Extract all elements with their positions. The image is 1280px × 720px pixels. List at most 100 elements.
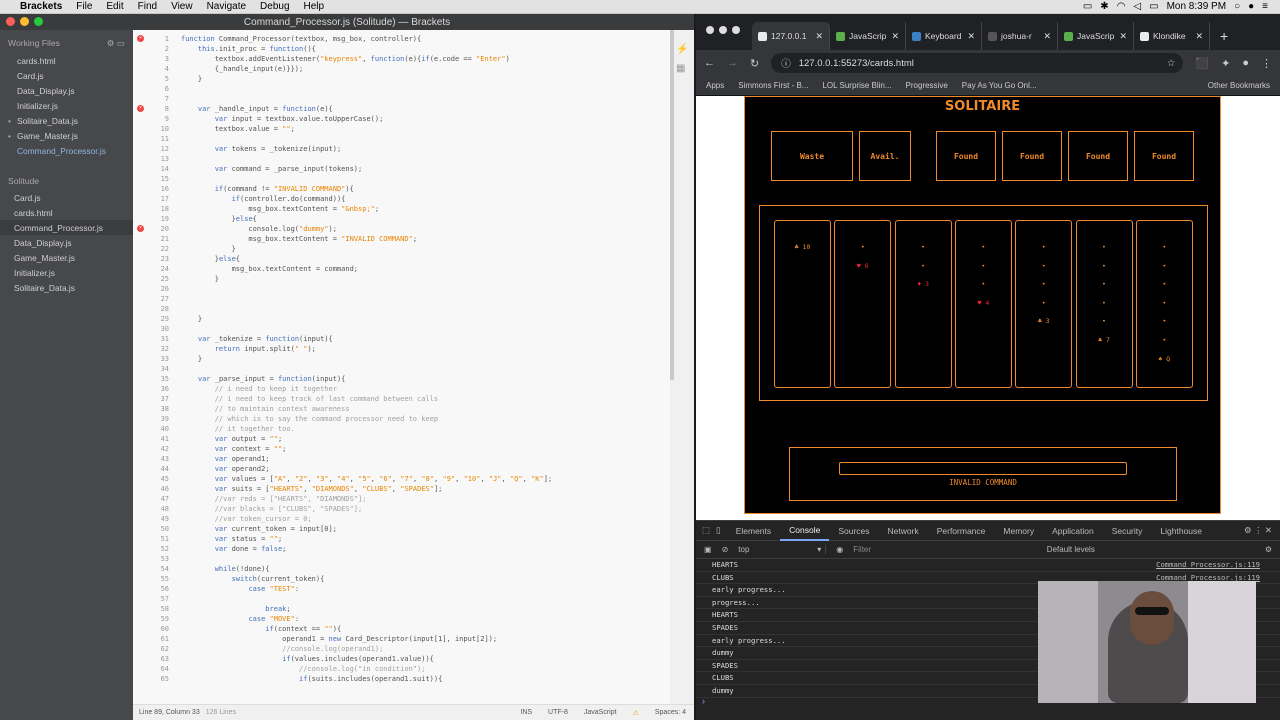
- card[interactable]: ♦ 3: [917, 280, 929, 289]
- bookmark-item[interactable]: Apps: [706, 81, 725, 90]
- card[interactable]: •: [981, 280, 986, 289]
- browser-tab[interactable]: JavaScrip✕: [1058, 22, 1134, 50]
- error-icon[interactable]: ×: [137, 35, 144, 42]
- ins-indicator[interactable]: INS: [520, 708, 533, 716]
- new-tab-icon[interactable]: +: [1220, 28, 1229, 44]
- eye-icon[interactable]: ◉: [836, 545, 844, 554]
- tableau-column[interactable]: •♥ 6: [834, 220, 892, 388]
- top-pile[interactable]: Found: [1134, 131, 1194, 181]
- working-file-item[interactable]: Initializer.js: [17, 100, 58, 111]
- project-file-item[interactable]: Data_Display.js: [14, 237, 72, 248]
- devtools-tab-lighthouse[interactable]: Lighthouse: [1160, 525, 1202, 536]
- bookmark-item[interactable]: Other Bookmarks: [1207, 81, 1270, 90]
- card[interactable]: •: [921, 243, 926, 251]
- info-icon[interactable]: ⓘ: [781, 59, 791, 70]
- card[interactable]: •: [981, 261, 986, 270]
- project-file-item[interactable]: Game_Master.js: [14, 252, 75, 263]
- card[interactable]: •: [1162, 243, 1167, 251]
- tableau-column[interactable]: ••••♣ 3: [1015, 220, 1073, 388]
- volume-icon[interactable]: ◁: [1133, 1, 1142, 12]
- devtools-tab-elements[interactable]: Elements: [735, 525, 772, 536]
- devtools-tab-console[interactable]: Console: [780, 521, 830, 541]
- forward-icon[interactable]: →: [727, 57, 738, 69]
- sidebar-toggle-icon[interactable]: ▣: [704, 545, 712, 554]
- card[interactable]: ♣ 10: [794, 243, 811, 251]
- card[interactable]: •: [921, 261, 926, 270]
- card[interactable]: ♣ 3: [1037, 317, 1050, 326]
- puzzle-icon[interactable]: ✦: [1221, 57, 1231, 70]
- log-source-link[interactable]: Command_Processor.js:119: [1156, 560, 1260, 569]
- filter-input[interactable]: Filter: [853, 545, 872, 554]
- tab-close-icon[interactable]: ✕: [1195, 30, 1203, 41]
- menu-edit[interactable]: Edit: [106, 1, 124, 12]
- card[interactable]: •: [1102, 243, 1106, 251]
- kebab-menu-icon[interactable]: ⋮: [1261, 57, 1272, 70]
- menu-view[interactable]: View: [171, 1, 193, 12]
- card[interactable]: •: [1162, 261, 1167, 270]
- project-label[interactable]: Solitude: [8, 176, 40, 186]
- live-preview-icon[interactable]: ⚡: [676, 44, 689, 55]
- devtools-settings-icon[interactable]: ⚙ ⋮ ✕: [1244, 525, 1272, 535]
- card[interactable]: •: [1102, 298, 1106, 307]
- bookmark-item[interactable]: Progressive: [905, 81, 948, 90]
- card[interactable]: •: [1162, 317, 1167, 326]
- card[interactable]: •: [1102, 280, 1106, 289]
- tab-close-icon[interactable]: ✕: [891, 30, 899, 41]
- top-pile[interactable]: Avail.: [859, 131, 911, 181]
- working-file-item[interactable]: Solitaire_Data.js•: [8, 115, 78, 126]
- context-select[interactable]: top▾: [738, 545, 827, 554]
- card[interactable]: •: [1162, 336, 1167, 344]
- working-file-item[interactable]: cards.html: [17, 55, 56, 66]
- log-source-link[interactable]: Command_Processor.js:119: [1156, 572, 1260, 582]
- devtools-tab-application[interactable]: Application: [1052, 525, 1094, 536]
- menu-file[interactable]: File: [76, 1, 93, 12]
- card[interactable]: •: [1162, 298, 1167, 307]
- top-pile[interactable]: Found: [1068, 131, 1128, 181]
- bookmark-item[interactable]: Simmons First - B...: [738, 81, 809, 90]
- menu-app[interactable]: Brackets: [20, 1, 63, 12]
- project-file-item[interactable]: Command_Processor.js: [0, 220, 133, 235]
- browser-tab[interactable]: 127.0.0.1✕: [752, 22, 830, 50]
- devtools-tab-security[interactable]: Security: [1111, 525, 1143, 536]
- battery-icon[interactable]: ▭: [1149, 1, 1159, 12]
- chrome-minimize-button[interactable]: [719, 26, 727, 34]
- top-pile[interactable]: Found: [1002, 131, 1062, 181]
- bookmark-item[interactable]: LOL Surprise Blin...: [822, 81, 892, 90]
- minimize-window-button[interactable]: [20, 17, 29, 26]
- working-file-item[interactable]: Command_Processor.js: [17, 145, 106, 156]
- card[interactable]: ♣ 7: [1098, 336, 1110, 344]
- gear-icon[interactable]: ⚙ ▭: [106, 38, 125, 48]
- console-prompt[interactable]: ›: [702, 696, 705, 706]
- menu-find[interactable]: Find: [137, 1, 158, 12]
- devtools-tab-sources[interactable]: Sources: [838, 525, 870, 536]
- project-file-item[interactable]: cards.html: [14, 207, 53, 218]
- card[interactable]: •: [1102, 261, 1106, 270]
- menu-help[interactable]: Help: [303, 1, 325, 12]
- bookmark-item[interactable]: Pay As You Go Onl...: [961, 81, 1037, 90]
- tableau-column[interactable]: ••••••♠ Q: [1135, 220, 1193, 388]
- tableau-column[interactable]: • • ♦ 3: [894, 220, 952, 388]
- devtools-tab-performance[interactable]: Performance: [936, 525, 986, 536]
- tab-close-icon[interactable]: ✕: [1119, 30, 1127, 41]
- editor-scrollbar[interactable]: [670, 30, 674, 380]
- address-bar[interactable]: ⓘ 127.0.0.1:55273/cards.html ☆: [771, 53, 1184, 73]
- tab-close-icon[interactable]: ✕: [967, 30, 975, 41]
- browser-tab[interactable]: joshua-r✕: [982, 22, 1058, 50]
- tab-close-icon[interactable]: ✕: [815, 30, 823, 41]
- devtools-tab-network[interactable]: Network: [887, 525, 919, 536]
- tab-close-icon[interactable]: ✕: [1043, 30, 1051, 41]
- menu-list-icon[interactable]: ≡: [1262, 1, 1268, 12]
- warning-icon[interactable]: ⚠: [632, 709, 639, 717]
- browser-tab[interactable]: Klondike✕: [1134, 22, 1210, 50]
- settings-icon[interactable]: ⚙: [1264, 545, 1272, 554]
- encoding-select[interactable]: UTF-8: [548, 708, 568, 716]
- tableau-column[interactable]: •••♥ 4: [954, 220, 1012, 388]
- user-icon[interactable]: ●: [1248, 1, 1255, 12]
- error-icon[interactable]: ×: [137, 105, 144, 112]
- wifi-icon[interactable]: ◠: [1116, 1, 1126, 12]
- project-file-item[interactable]: Card.js: [14, 192, 41, 203]
- card[interactable]: ♠ Q: [1158, 354, 1171, 363]
- menu-debug[interactable]: Debug: [260, 1, 290, 12]
- bluetooth-icon[interactable]: ✱: [1100, 1, 1109, 12]
